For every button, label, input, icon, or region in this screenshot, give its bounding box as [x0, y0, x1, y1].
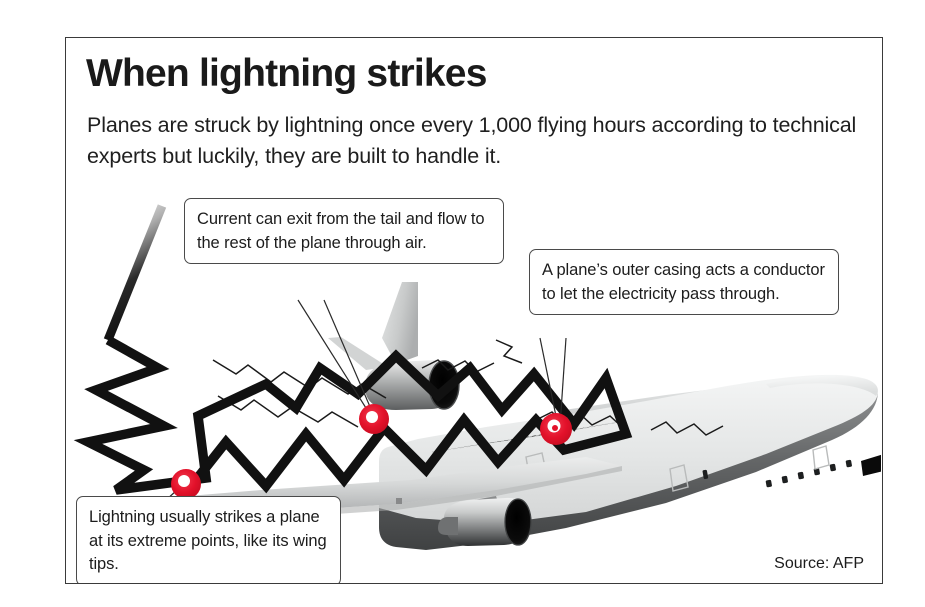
engine-exhaust [438, 517, 458, 535]
leader-line-tail-b [323, 299, 375, 417]
source-credit: Source: AFP [774, 555, 864, 572]
leader-line-tail-a [297, 299, 372, 417]
tail-strike-marker [359, 404, 389, 434]
tail-engine-intake [429, 361, 459, 409]
nose-highlight [766, 375, 878, 396]
fuselage-strike-marker [540, 413, 572, 445]
wing-engine-intake [505, 499, 531, 545]
far-horizontal-stabilizer [328, 337, 388, 370]
wing-engine [438, 496, 532, 546]
page-title: When lightning strikes [86, 52, 487, 95]
vertical-stabilizer [382, 282, 418, 364]
fuselage-upper [379, 374, 878, 543]
far-wing [564, 390, 706, 430]
upper-window-line [431, 420, 627, 453]
passenger-windows [702, 459, 852, 488]
callout-wingtip: Lightning usually strikes a plane at its… [76, 496, 341, 583]
callout-tail: Current can exit from the tail and flow … [184, 198, 504, 264]
wingtip-strike-marker [171, 469, 201, 499]
fuselage-belly [379, 391, 878, 550]
infographic-frame: When lightning strikes Planes are struck… [65, 37, 883, 584]
bolt-upper-fade [103, 204, 167, 342]
leader-line-casing-b [559, 337, 567, 427]
subheading-text: Planes are struck by lightning once ever… [87, 113, 857, 168]
callout-casing: A plane’s outer casing acts a conductor … [529, 249, 839, 315]
cabin-doors [525, 445, 830, 492]
gear-mark-b [396, 498, 402, 504]
leader-line-casing-a [539, 337, 559, 427]
tail-engine [365, 359, 460, 410]
secondary-lightning-branches [212, 339, 724, 436]
callout-leader-lines [165, 299, 567, 501]
strike-markers [171, 404, 572, 499]
cockpit-windows [861, 454, 881, 476]
